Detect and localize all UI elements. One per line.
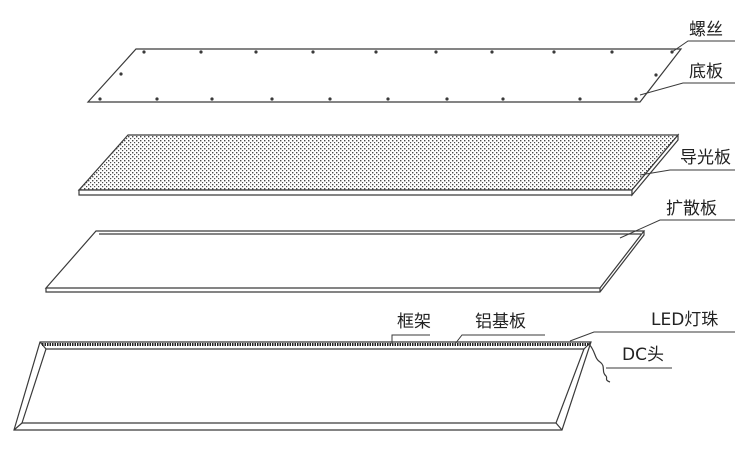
leader-lines: [391, 40, 735, 369]
light-guide-plate-top: [77, 134, 680, 191]
frame-inner: [21, 348, 585, 424]
label-bottom-plate: 底板: [689, 62, 723, 82]
leader-frame: [391, 334, 430, 344]
leader-light-guide-plate: [639, 169, 735, 176]
leader-aluminum-substrate: [454, 334, 545, 345]
label-light-guide-plate: 导光板: [680, 148, 731, 168]
screw-dots: [98, 50, 674, 101]
light-guide-plate-layer: [77, 133, 680, 197]
label-screw: 螺丝: [689, 20, 723, 40]
bottom-plate-outline: [86, 48, 683, 103]
diffuser-plate-outline: [44, 230, 646, 289]
bottom-plate-layer: [86, 48, 683, 103]
frame-outer: [13, 341, 592, 431]
frame-layer: [13, 341, 611, 431]
label-frame: 框架: [397, 312, 431, 332]
label-dc-connector: DC头: [622, 345, 664, 365]
diffuser-plate-layer: [44, 230, 646, 293]
leader-bottom-plate: [639, 82, 735, 96]
diffuser-plate-thickness: [45, 231, 645, 293]
dc-cable: [588, 343, 611, 383]
light-guide-plate-edge-front: [78, 189, 633, 196]
leader-screw: [671, 40, 735, 53]
label-diffuser-plate: 扩散板: [666, 199, 717, 219]
frame-bevel: [13, 341, 592, 431]
label-aluminum-substrate: 铝基板: [475, 312, 526, 332]
light-guide-plate-edge-side: [631, 133, 679, 197]
leader-diffuser-plate: [619, 219, 735, 239]
label-led-beads: LED灯珠: [651, 310, 719, 330]
leader-led-beads: [569, 331, 735, 342]
